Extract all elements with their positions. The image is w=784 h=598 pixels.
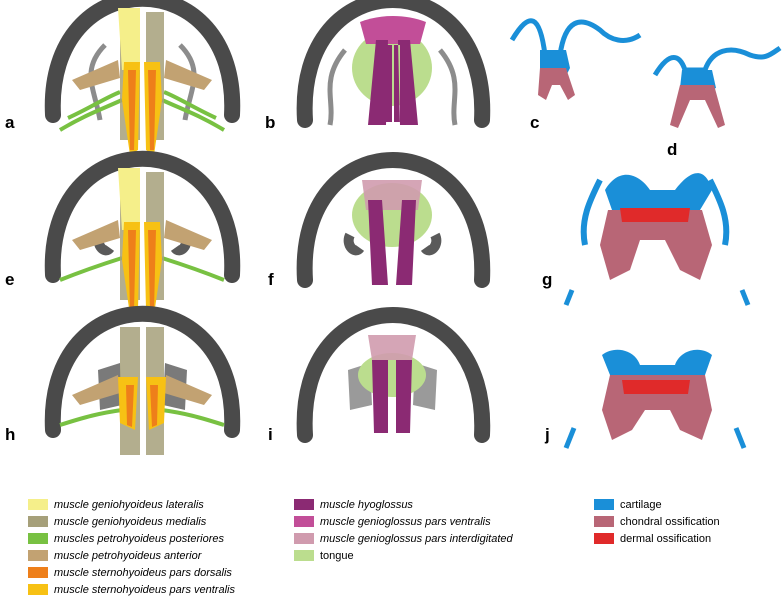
legend-swatch	[28, 567, 48, 578]
legend-item: cartilage	[594, 496, 720, 513]
legend-swatch	[294, 516, 314, 527]
legend-label: cartilage	[620, 499, 662, 511]
legend-swatch	[594, 499, 614, 510]
sternohyoideus-ventralis	[122, 62, 162, 155]
panel-c-drawing	[512, 21, 640, 100]
legend-label: muscle genioglossus pars interdigitated	[320, 533, 513, 545]
legend-swatch	[294, 533, 314, 544]
panel-h-drawing	[53, 314, 232, 455]
legend-item: muscle sternohyoideus pars ventralis	[28, 581, 235, 598]
legend-muscles-1: muscle geniohyoideus lateralis muscle ge…	[28, 496, 235, 598]
sternohyoideus-dorsalis	[128, 70, 156, 150]
legend-item: dermal ossification	[594, 530, 720, 547]
legend-muscles-2: muscle hyoglossus muscle genioglossus pa…	[294, 496, 513, 564]
panel-f-drawing	[305, 160, 483, 285]
panel-a-drawing	[53, 0, 232, 155]
panel-label-c: c	[530, 113, 539, 133]
legend-label: tongue	[320, 550, 354, 562]
panel-d-drawing	[655, 48, 780, 128]
panel-label-b: b	[265, 113, 275, 133]
panel-e-drawing	[53, 159, 232, 315]
legend-swatch	[28, 550, 48, 561]
legend-item: muscle genioglossus pars interdigitated	[294, 530, 513, 547]
legend-item: muscles petrohyoideus posteriores	[28, 530, 235, 547]
legend-item: muscle hyoglossus	[294, 496, 513, 513]
panel-label-h: h	[5, 425, 15, 445]
legend-item: chondral ossification	[594, 513, 720, 530]
legend-label: muscle sternohyoideus pars ventralis	[54, 584, 235, 596]
panel-g-drawing	[566, 173, 748, 305]
legend-item: muscle petrohyoideus anterior	[28, 547, 235, 564]
legend-label: muscle geniohyoideus medialis	[54, 516, 206, 528]
legend-swatch	[28, 584, 48, 595]
legend-label: muscle sternohyoideus pars dorsalis	[54, 567, 232, 579]
panel-label-a: a	[5, 113, 14, 133]
legend-item: muscle geniohyoideus lateralis	[28, 496, 235, 513]
legend-swatch	[294, 499, 314, 510]
panel-j-drawing	[566, 350, 744, 448]
legend-swatch	[28, 533, 48, 544]
panel-label-d: d	[667, 140, 677, 160]
legend-label: dermal ossification	[620, 533, 711, 545]
legend-swatch	[294, 550, 314, 561]
panel-b-drawing	[305, 0, 483, 125]
legend-item: muscle genioglossus pars ventralis	[294, 513, 513, 530]
panel-label-i: i	[268, 425, 273, 445]
panel-i-drawing	[305, 315, 483, 435]
panel-label-e: e	[5, 270, 14, 290]
legend-label: muscle genioglossus pars ventralis	[320, 516, 491, 528]
legend-label: muscle petrohyoideus anterior	[54, 550, 201, 562]
legend-item: muscle sternohyoideus pars dorsalis	[28, 564, 235, 581]
legend-item: muscle geniohyoideus medialis	[28, 513, 235, 530]
legend-tissue: cartilage chondral ossification dermal o…	[594, 496, 720, 547]
panel-label-g: g	[542, 270, 552, 290]
figure-illustration	[0, 0, 784, 470]
legend-label: muscle hyoglossus	[320, 499, 413, 511]
legend-swatch	[594, 533, 614, 544]
panel-label-f: f	[268, 270, 274, 290]
lower-jaw	[53, 0, 232, 115]
legend-label: chondral ossification	[620, 516, 720, 528]
legend-swatch	[28, 499, 48, 510]
panel-label-j: j	[545, 425, 550, 445]
legend-swatch	[594, 516, 614, 527]
legend-label: muscle geniohyoideus lateralis	[54, 499, 204, 511]
legend-label: muscles petrohyoideus posteriores	[54, 533, 224, 545]
petrohyoideus-posteriores	[60, 92, 224, 130]
legend-swatch	[28, 516, 48, 527]
legend-item: tongue	[294, 547, 513, 564]
